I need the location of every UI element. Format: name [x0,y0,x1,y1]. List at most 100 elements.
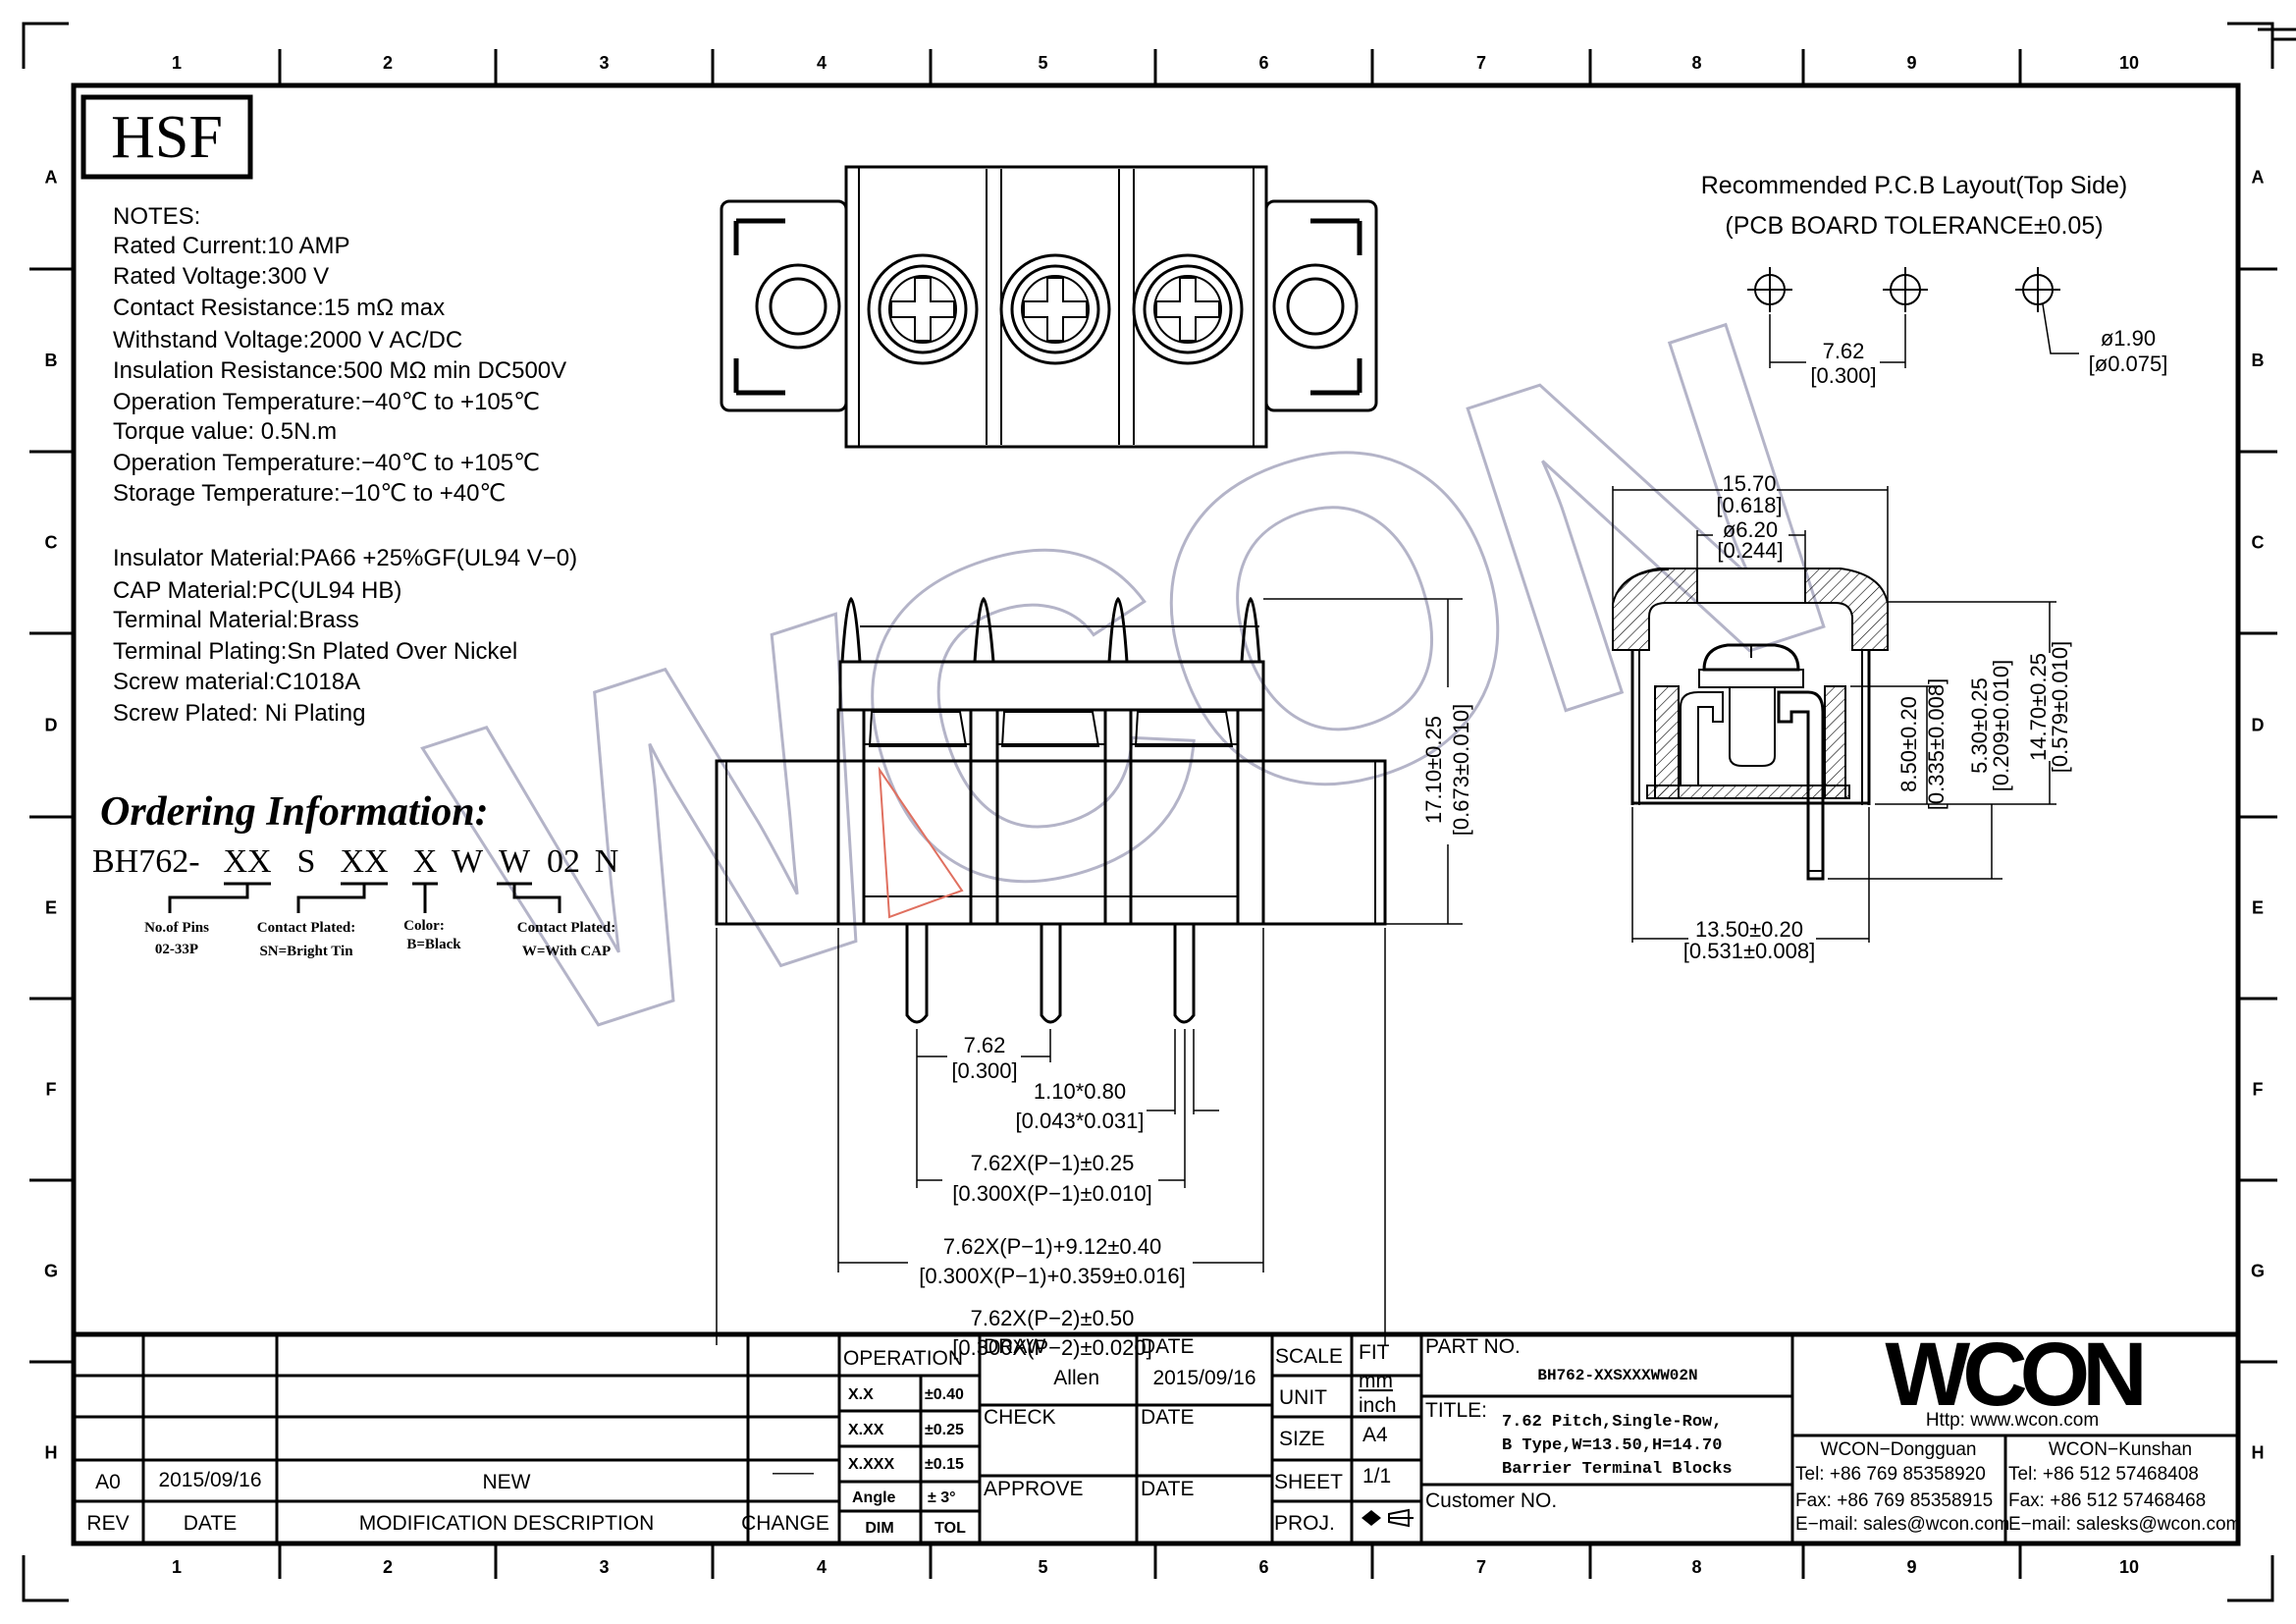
proj-label: PROJ. [1274,1512,1335,1535]
pcb-pitch-inch: [0.300] [1810,363,1876,388]
ruler-column-label: 7 [1476,1557,1486,1577]
pcb-hole-inch: [ø0.075] [2089,352,2168,376]
ruler-row-label: G [44,1262,58,1281]
ruler-column-label: 8 [1691,1557,1701,1577]
dim-h1: 8.50±0.20 [1896,696,1921,792]
office-name: WCON−Kunshan [2049,1439,2192,1460]
code-02: 02 [547,843,580,880]
dim-h2-inch: [0.209±0.010] [1989,660,2013,791]
ruler-row-label: C [2252,533,2265,553]
tol-value: ± 3° [928,1489,956,1506]
tol-footer: TOL [934,1520,966,1537]
ruler-row-label: D [2252,716,2265,735]
ruler-column-label: 1 [172,53,182,73]
dim-pin: 1.10*0.80 [1034,1079,1126,1104]
tol-label: X.XX [848,1422,884,1438]
pcb-hole: ø1.90 [2101,326,2156,351]
draw-date: 2015/09/16 [1152,1367,1255,1389]
office-email: E−mail: sales@wcon.com [1795,1514,2009,1535]
ruler-column-label: 2 [383,1557,393,1577]
ruler-row-label: E [2252,898,2264,918]
dim-cap-hole-inch: [0.244] [1717,538,1783,563]
ruler-row-label: B [2252,351,2265,370]
office-name: WCON−Dongguan [1821,1439,1977,1460]
watermark-wcon: WCON [392,226,1865,1143]
title-line: B Type,W=13.50,H=14.70 [1502,1436,1722,1455]
ruler-row-label: H [45,1443,58,1463]
title-line: Barrier Terminal Blocks [1502,1460,1733,1479]
ruler-column-label: 3 [599,1557,609,1577]
ruler-row-label: H [2252,1443,2265,1463]
ruler-column-label: 4 [817,1557,827,1577]
dim-span3: 7.62X(P−2)±0.50 [971,1306,1135,1330]
ruler-row-label: F [2253,1080,2264,1100]
company-logo: WCON [1885,1325,2142,1425]
ruler-row-label: C [45,533,58,553]
projection-symbol-icon [1362,1508,1414,1528]
material-line: Screw Plated: Ni Plating [113,700,365,727]
dim-footer: DIM [865,1520,893,1537]
office-tel: Tel: +86 769 85358920 [1795,1464,1986,1485]
tol-label: X.X [848,1386,874,1403]
size-label: SIZE [1279,1428,1325,1450]
screw-icon [1132,253,1244,365]
ruler-column-label: 5 [1038,1557,1047,1577]
spec-line: Withstand Voltage:2000 V AC/DC [113,327,462,353]
label-plating-value: SN=Bright Tin [259,944,353,959]
spec-line: Rated Voltage:300 V [113,263,329,290]
label-cap-value: W=With CAP [522,944,611,959]
dim-cap-width: 15.70 [1722,471,1776,496]
spec-line: Contact Resistance:15 mΩ max [113,295,445,321]
ordering-information: Ordering Information: BH762- XX S XX X W… [92,789,618,959]
top-view [720,165,1378,449]
dim-width-inch: [0.531±0.008] [1683,939,1815,963]
ruler-row-label: E [45,898,57,918]
spec-line: Storage Temperature:−10℃ to +40℃ [113,480,506,507]
dim-span2-inch: [0.300X(P−1)+0.359±0.016] [919,1264,1185,1288]
code-plating: XX [340,843,388,880]
notes-title: NOTES: [113,203,200,230]
tol-value: ±0.40 [925,1386,964,1403]
dim-height: 17.10±0.25 [1421,716,1446,824]
ruler-row-label: A [45,168,58,188]
unit-inch: inch [1359,1394,1397,1417]
svg-text:HSF: HSF [111,104,223,171]
ruler-column-label: 10 [2119,1557,2139,1577]
pcb-layout: Recommended P.C.B Layout(Top Side) (PCB … [1701,172,2168,388]
rev-description: NEW [483,1471,531,1493]
code-row: S [297,843,316,880]
draw-name: Allen [1053,1367,1099,1389]
code-prefix: BH762- [92,843,200,880]
ruler-column-label: 4 [817,53,827,73]
pcb-subtitle: (PCB BOARD TOLERANCE±0.05) [1725,212,2103,240]
spec-line: Operation Temperature:−40℃ to +105℃ [113,450,540,476]
dim-h3-inch: [0.579±0.010] [2048,641,2072,773]
code-n: N [595,843,619,880]
unit-mm: mm [1359,1370,1393,1392]
spec-line: Torque value: 0.5N.m [113,418,337,445]
rev-date: 2015/09/16 [158,1469,261,1491]
date-label: DATE [1141,1335,1194,1358]
sheet-value: 1/1 [1362,1465,1391,1488]
dim-pitch: 7.62 [964,1033,1006,1057]
ruler-column-label: 10 [2119,53,2139,73]
ruler-column-label: 9 [1906,1557,1916,1577]
label-plating: Contact Plated: [257,920,355,936]
ruler-column-label: 2 [383,53,393,73]
tol-label: Angle [852,1489,896,1506]
dim-cap-width-inch: [0.618] [1716,493,1782,517]
tol-value: ±0.25 [925,1422,964,1438]
title-line: 7.62 Pitch,Single-Row, [1502,1413,1722,1432]
pcb-holes [1747,267,2060,312]
draw-label: DRAW [984,1335,1046,1358]
code-color: X [413,843,438,880]
ruler-column-label: 3 [599,53,609,73]
company-website: Http: www.wcon.com [1926,1410,2099,1431]
rev-value: A0 [95,1471,121,1493]
office-fax: Fax: +86 769 85358915 [1795,1490,1993,1511]
office-tel: Tel: +86 512 57468408 [2008,1464,2199,1485]
code-w1: W [452,843,484,880]
ruler-row-label: G [2251,1262,2265,1281]
